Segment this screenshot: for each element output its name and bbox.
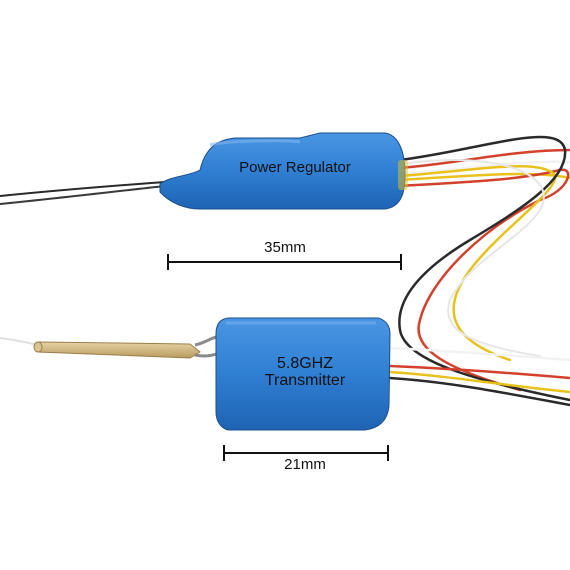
transmitter-dimension-label: 21mm	[284, 456, 326, 473]
dimension-line-35mm	[167, 254, 402, 270]
power-regulator-label: Power Regulator	[239, 159, 351, 176]
transmitter-label: 5.8GHZ Transmitter	[235, 355, 375, 390]
dimension-line-21mm	[223, 445, 389, 461]
regulator-input-wires	[0, 181, 166, 205]
transmitter-label-line2: Transmitter	[264, 371, 346, 389]
regulator-output-wires	[396, 135, 570, 402]
transmitter-label-line1: 5.8GHZ	[276, 355, 333, 372]
transmitter-module	[215, 317, 391, 431]
transmitter-wires	[386, 346, 570, 407]
power-regulator-module	[159, 132, 408, 210]
regulator-dimension-label: 35mm	[264, 239, 306, 256]
antenna	[0, 334, 223, 359]
